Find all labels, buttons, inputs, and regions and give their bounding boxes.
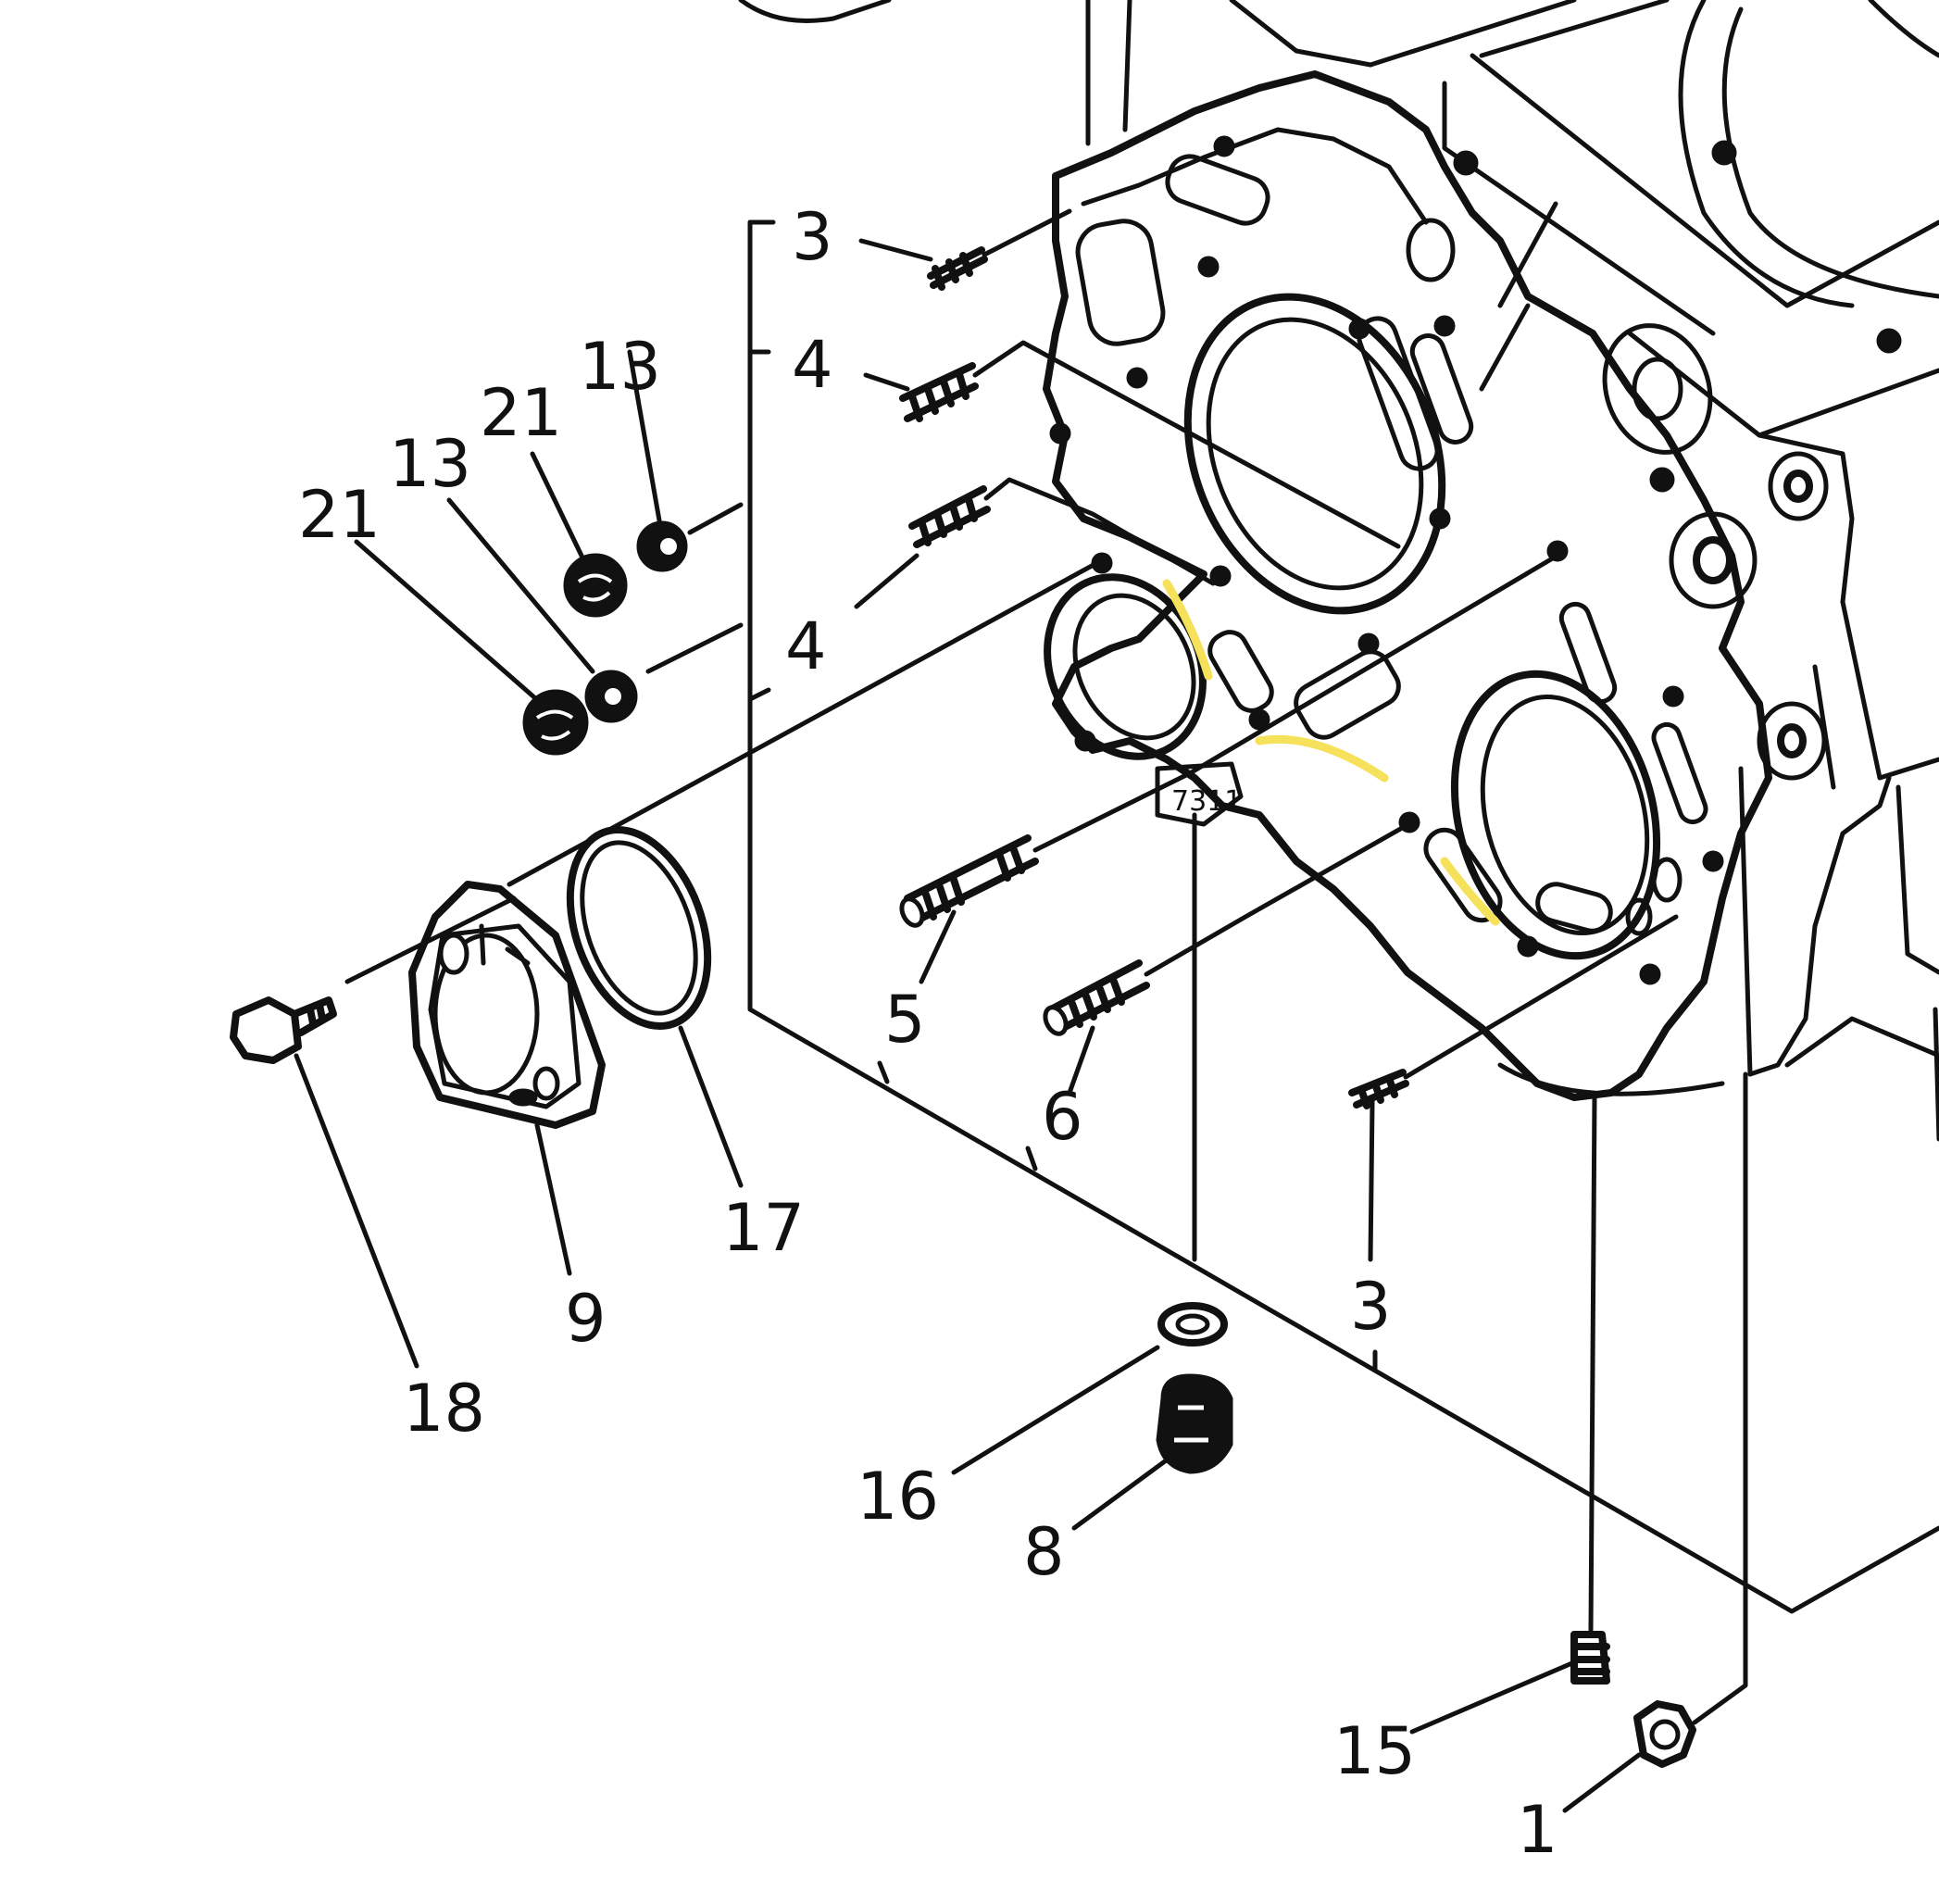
label-15: 15 (1333, 1713, 1416, 1789)
plug-leader (1588, 1095, 1597, 1633)
drain-plug-8 (1156, 1373, 1233, 1474)
block-bolt-holes (1049, 135, 1902, 985)
label-21-a: 21 (480, 375, 562, 451)
label-3-bottom: 3 (1350, 1269, 1392, 1345)
nut-1 (1633, 1700, 1696, 1768)
label-9: 9 (565, 1281, 607, 1357)
stud-5 (899, 834, 1039, 928)
cylinder-block: 7311 (738, 0, 1939, 1142)
nut-leader (687, 502, 744, 535)
nut-leader-2 (645, 622, 744, 674)
cover-leader-2 (507, 557, 1105, 887)
label-5: 5 (884, 982, 926, 1058)
bolt-18 (230, 996, 337, 1064)
label-16: 16 (857, 1459, 939, 1534)
nut-13-lower (584, 670, 638, 723)
cover-leader (344, 896, 517, 984)
label-4-lower: 4 (785, 608, 827, 684)
part-number-labels: 3 4 4 13 21 13 21 5 6 17 9 18 3 16 8 15 … (298, 199, 1558, 1868)
label-13-b: 13 (389, 426, 471, 502)
stud-6 (1043, 959, 1150, 1036)
washer-21-upper (563, 553, 628, 618)
washer-16 (1157, 1302, 1228, 1347)
label-21-b: 21 (298, 477, 381, 553)
label-13-a: 13 (579, 329, 661, 405)
cover-plate-9 (408, 881, 606, 1129)
label-1: 1 (1517, 1792, 1558, 1868)
label-17: 17 (722, 1190, 805, 1266)
label-8: 8 (1023, 1514, 1065, 1590)
stud-4-upper (899, 362, 979, 422)
callout-leaders (294, 238, 1642, 1813)
label-4-upper: 4 (792, 327, 833, 403)
stud-3-bottom (1348, 1069, 1409, 1109)
nut-leader-1 (1692, 1071, 1748, 1725)
stud-3-top (927, 246, 988, 291)
casting-mark: 7311 (1171, 785, 1242, 818)
label-3-top: 3 (792, 199, 833, 275)
stud-4-lower (908, 485, 991, 548)
group-bracket (747, 219, 1939, 1614)
stud-leader-lines (972, 208, 1679, 1080)
plug-15 (1570, 1631, 1610, 1685)
label-6: 6 (1042, 1079, 1083, 1155)
nut-13-upper (636, 520, 688, 572)
highlight-marks (1162, 579, 1500, 926)
label-18: 18 (403, 1371, 485, 1447)
washer-21-lower (522, 689, 589, 756)
